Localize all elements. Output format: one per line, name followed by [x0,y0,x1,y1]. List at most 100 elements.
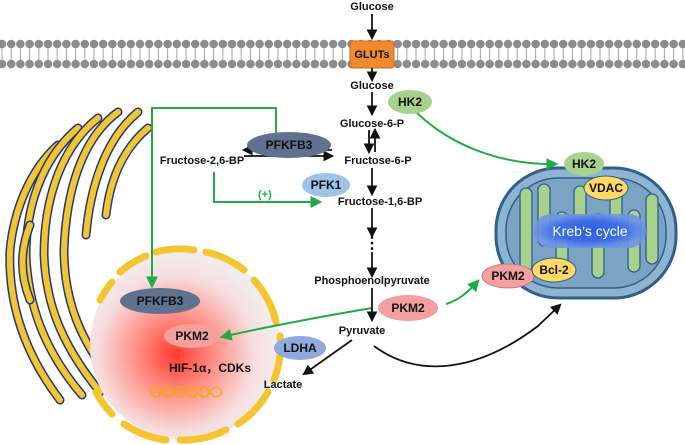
membrane-lipid-head [80,59,90,69]
membrane-lipid-head [310,39,320,49]
membrane-lipid-head [494,59,504,69]
membrane-lipid-head [604,39,614,49]
membrane-lipid-head [163,39,172,49]
membrane-lipid-head [522,39,531,49]
membrane-lipid-head [108,59,117,69]
membrane-lipid-head [420,59,430,69]
membrane-lipid-head [6,59,16,69]
membrane-lipid-head [236,39,246,49]
pfkfb3-to-nucleus-arrow [146,107,277,289]
glucose-extracellular-label: Glucose [350,1,393,13]
membrane-lipid-head [439,39,448,49]
membrane-lipid-head [531,39,540,49]
membrane-lipid-head [485,59,494,69]
membrane-lipid-head [34,59,44,69]
membrane-lipid-head [641,39,651,49]
pkm2-label: PKM2 [391,301,425,315]
membrane-lipid-head [117,39,126,49]
membrane-lipid-head [16,59,25,69]
pkm2-to-nucleus-arrow [219,307,373,341]
membrane-lipid-head [669,59,678,69]
membrane-lipid-head [604,59,614,69]
mito-bcl2-bubble [531,257,577,283]
membrane-lipid-head [448,59,458,69]
membrane-lipid-head [577,59,586,69]
membrane-lipid-head [246,59,255,69]
membrane-lipid-head [540,39,550,49]
mito-pkm2-bubble [481,263,535,289]
regulation-arrows [146,107,559,341]
membrane-lipid-head [540,59,550,69]
membrane-lipid-head [319,39,329,49]
membrane-lipid-head [402,59,412,69]
membrane-lipid-head [190,39,200,49]
membrane-lipid-head [89,39,99,49]
membrane-lipid-head [154,39,163,49]
membrane-lipid-head [43,59,53,69]
membrane-lipid-head [632,39,642,49]
pfkfb3-bubble [247,132,331,158]
membrane-lipid-head [660,39,669,49]
pkm2-bubble [378,295,438,321]
pfk1-bubble [302,173,350,197]
mito-vdac-label: VDAC [589,181,623,195]
membrane-lipid-head [503,39,513,49]
membrane-lipid-head [650,59,660,69]
ldha-label: LDHA [283,341,317,355]
membrane-lipid-head [678,59,685,69]
membrane-lipid-head [117,59,126,69]
membrane-lipid-head [209,59,218,69]
membrane-lipid-head [457,39,467,49]
dna-helix-icon [149,386,223,398]
membrane-lipid-head [181,59,191,69]
nucleus-pfkfb3-bubble [120,288,200,314]
nucleus-factors-label: HIF-1α，CDKs [169,361,251,375]
hk2-to-mito-arrow [415,111,559,171]
membrane-lipid-head [549,39,559,49]
membrane-lipid-head [71,39,80,49]
membrane-lipid-head [522,59,531,69]
membrane-lipid-head [503,59,513,69]
membrane-lipid-head [411,39,421,49]
membrane-lipid-head [292,59,301,69]
hk2-label: HK2 [398,95,422,109]
membrane-lipid-head [172,39,182,49]
fructose-2-6-bp-label: Fructose-2,6-BP [160,155,244,167]
membrane-lipid-head [62,39,71,49]
membrane-lipid-head [614,39,623,49]
endoplasmic-reticulum [5,107,153,405]
membrane-lipid-head [200,59,209,69]
membrane-lipid-head [236,59,246,69]
pyruvate-to-mito-arrow [373,303,562,368]
membrane-lipid-head [135,59,145,69]
mito-bcl2-label: Bcl-2 [539,263,569,277]
membrane-lipid-head [16,39,25,49]
membrane-lipid-head [80,39,90,49]
membrane-lipid-head [439,59,448,69]
membrane-lipid-head [89,59,99,69]
glucose-6-p-label: Glucose-6-P [340,118,404,130]
pfkfb3-label: PFKFB3 [266,138,313,152]
membrane-lipid-head [282,59,292,69]
membrane-lipid-head [52,39,62,49]
membrane-lipid-head [190,59,200,69]
membrane-lipid-head [595,39,605,49]
membrane-lipid-head [476,39,485,49]
membrane-lipid-head [246,39,255,49]
membrane-lipid-head [558,59,568,69]
membrane-lipid-head [273,39,283,49]
membrane-lipid-head [558,39,568,49]
activation-plus-label: (+) [258,189,272,201]
membrane-lipid-head [660,59,669,69]
membrane-lipid-head [568,39,577,49]
membrane-lipid-head [614,59,623,69]
membrane-lipid-head [338,59,347,69]
membrane-lipid-head [430,39,439,49]
membrane-lipid-head [282,39,292,49]
pyruvate-label: Pyruvate [339,325,385,337]
membrane-lipid-head [586,39,596,49]
membrane-lipid-head [6,39,16,49]
fructose-6-p-label: Fructose-6-P [344,155,411,167]
membrane-lipid-head [393,39,402,49]
